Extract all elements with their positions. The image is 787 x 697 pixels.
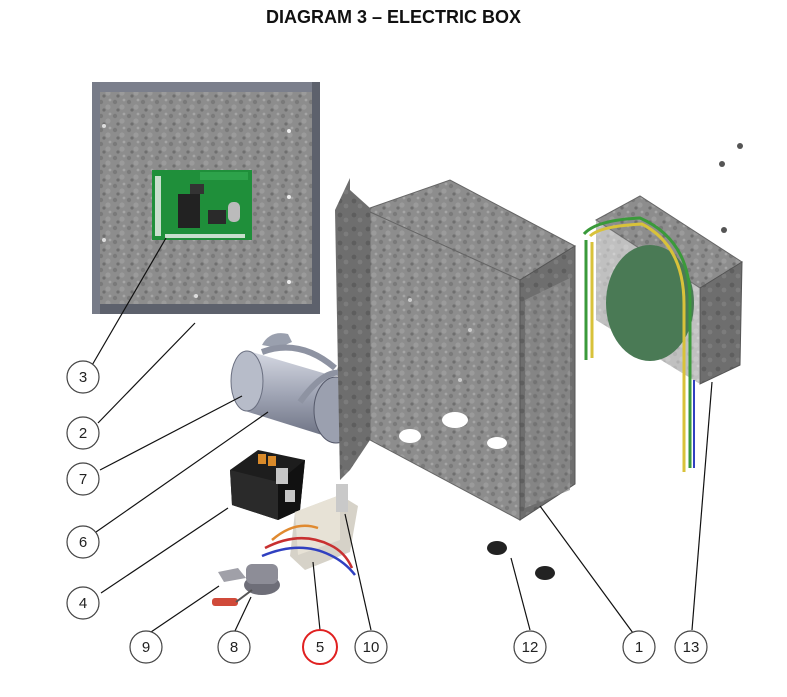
callout-8: 8 [217,630,251,664]
callout-4: 4 [66,586,100,620]
callout-label: 13 [683,639,700,656]
callout-2: 2 [66,416,100,450]
callout-label: 8 [230,639,238,656]
callout-label: 5 [316,639,324,656]
callout-12: 12 [513,630,547,664]
callout-5-highlighted: 5 [302,629,338,665]
electric-box [335,178,577,521]
pressure-switch [212,564,280,606]
leader-lines [90,237,713,634]
callout-10: 10 [354,630,388,664]
callout-label: 10 [363,639,380,656]
panel-with-pcb [92,82,320,314]
transformer [261,484,358,576]
callout-label: 2 [79,425,87,442]
callout-9: 9 [129,630,163,664]
grommets [487,541,555,580]
callout-label: 7 [79,471,87,488]
callout-1: 1 [622,630,656,664]
callout-label: 9 [142,639,150,656]
callout-7: 7 [66,462,100,496]
callout-label: 3 [79,369,87,386]
callout-label: 1 [635,639,643,656]
cover-with-wiring [582,143,743,472]
callout-6: 6 [66,525,100,559]
callout-label: 4 [79,595,87,612]
callout-3: 3 [66,360,100,394]
callout-label: 6 [79,534,87,551]
callout-13: 13 [674,630,708,664]
contactor [230,450,305,520]
pcb-board [152,170,252,240]
diagram-title: DIAGRAM 3 – ELECTRIC BOX [265,7,522,27]
callout-label: 12 [522,639,539,656]
